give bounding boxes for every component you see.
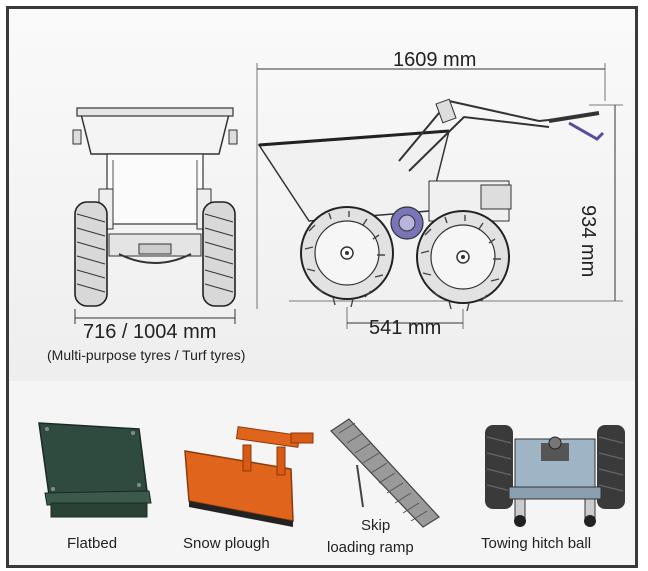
height-dimension-label: 934 mm — [577, 205, 599, 278]
loading-ramp-image — [330, 418, 440, 528]
product-diagram-frame: 1609 mm 934 mm 716 / 1004 mm (Multi-purp… — [6, 6, 638, 568]
snow-plough-label: Snow plough — [183, 535, 270, 552]
loading-ramp-label-line1: Skip — [361, 517, 391, 534]
length-dimension-label: 1609 mm — [393, 49, 477, 71]
flatbed-image — [38, 422, 152, 518]
side-view-drawing — [256, 63, 623, 329]
front-wheel — [416, 210, 510, 304]
towing-hitch-image — [485, 425, 625, 527]
wheelbase-dimension-label: 541 mm — [369, 317, 442, 339]
loading-ramp-label-line2: loading ramp — [327, 539, 414, 556]
rear-wheel — [300, 206, 394, 300]
width-note-label: (Multi-purpose tyres / Turf tyres) — [47, 347, 246, 363]
towing-hitch-label: Towing hitch ball — [481, 535, 592, 552]
width-dimension-label: 716 / 1004 mm — [83, 321, 217, 343]
snow-plough-image — [184, 426, 314, 527]
front-view-drawing — [72, 107, 238, 324]
flatbed-label: Flatbed — [67, 535, 118, 552]
